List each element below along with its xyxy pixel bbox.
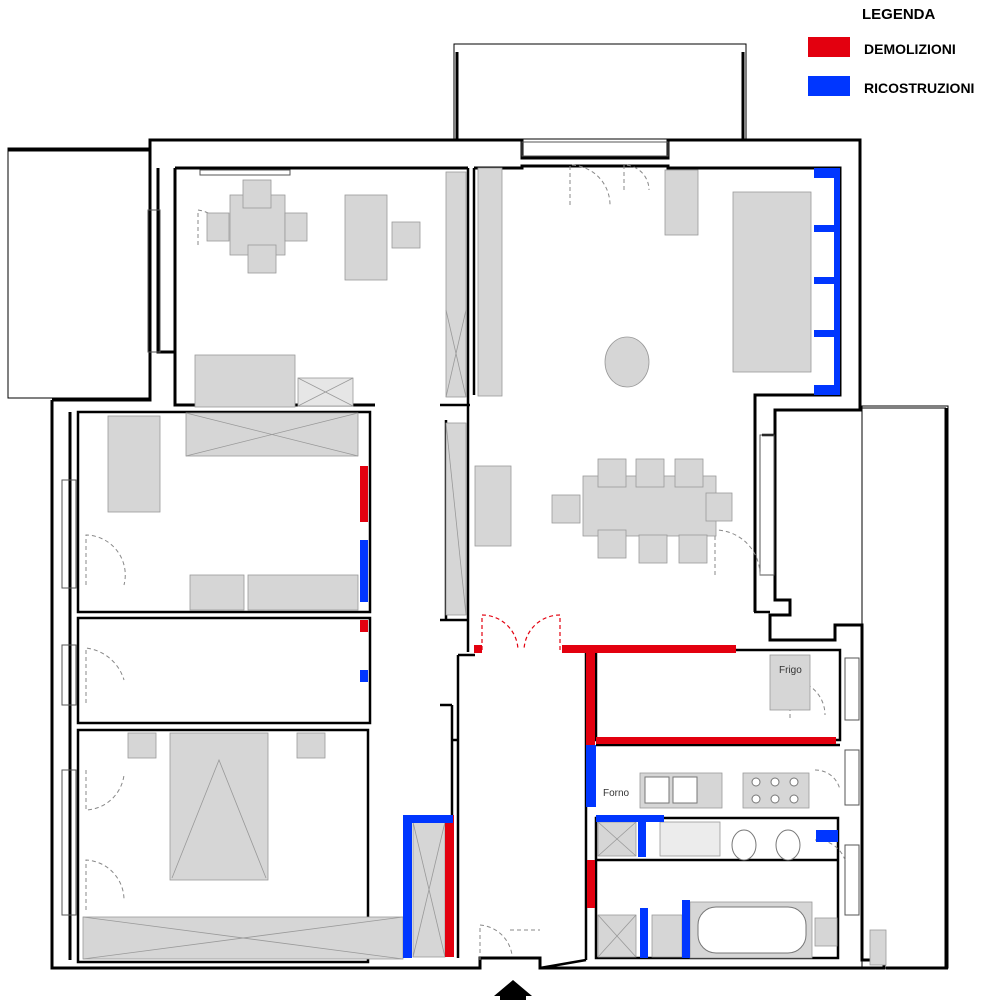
fridge-label: Frigo [779, 665, 802, 676]
balcony-left [7, 147, 151, 399]
legend-swatch-demolition [808, 37, 850, 57]
balcony-right [861, 405, 949, 970]
furniture [82, 167, 887, 966]
balcony-top [453, 43, 747, 140]
oven-label: Forno [603, 788, 630, 799]
legend-title: LEGENDA [862, 6, 936, 23]
legend-swatch-reconstruction [808, 76, 850, 96]
legend-label-reconstruction: RICOSTRUZIONI [864, 80, 975, 96]
windows [61, 141, 860, 916]
demolished-door [481, 614, 561, 651]
legend-label-demolition: DEMOLIZIONI [864, 41, 956, 57]
entrance-arrow-icon [494, 980, 532, 1000]
reconstructions [360, 168, 840, 958]
wardrobe-crosses [82, 309, 637, 960]
demolitions [360, 466, 836, 957]
bathroom-fixtures [644, 776, 807, 954]
